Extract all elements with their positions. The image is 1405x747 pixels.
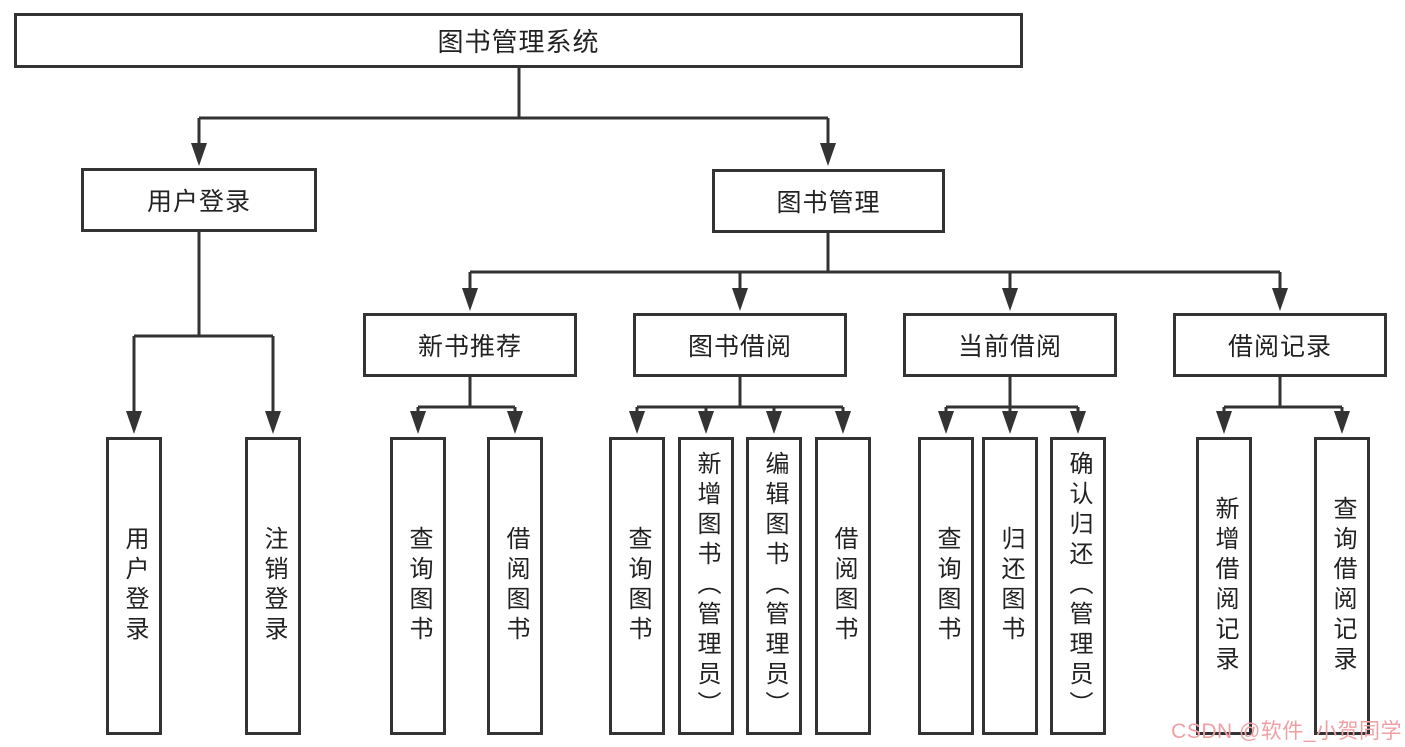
node-book-borrow: 图书借阅: [633, 313, 847, 377]
node-label: 查询图书: [405, 526, 432, 646]
leaf-add-borrow-record: 新增借阅记录: [1196, 437, 1252, 735]
node-new-book-recommend: 新书推荐: [363, 313, 577, 377]
node-label: 查询图书: [933, 526, 960, 646]
node-book-management: 图书管理: [712, 169, 945, 233]
node-label: 新增借阅记录: [1211, 496, 1238, 676]
leaf-add-books-admin: 新增图书（管理员）: [678, 437, 734, 735]
leaf-borrow-books: 借阅图书: [815, 437, 871, 735]
node-label: 查询借阅记录: [1329, 496, 1356, 676]
leaf-query-books: 查询图书: [609, 437, 665, 735]
node-label: 借阅记录: [1227, 333, 1332, 361]
node-label: 图书借阅: [687, 333, 792, 361]
arrowheads: [126, 143, 1350, 434]
node-label: 当前借阅: [957, 333, 1062, 361]
node-label: 借阅图书: [502, 526, 529, 646]
leaf-confirm-return-admin: 确认归还（管理员）: [1050, 437, 1106, 735]
leaf-query-books: 查询图书: [390, 437, 446, 735]
node-label: 编辑图书（管理员）: [761, 451, 788, 721]
node-label: 图书管理: [776, 189, 881, 217]
leaf-logout: 注销登录: [245, 437, 301, 735]
node-label: 用户登录: [146, 188, 251, 216]
leaf-return-books: 归还图书: [982, 437, 1038, 735]
leaf-edit-books-admin: 编辑图书（管理员）: [746, 437, 802, 735]
node-label: 查询图书: [624, 526, 651, 646]
node-current-borrow: 当前借阅: [903, 313, 1117, 377]
node-label: 新书推荐: [417, 333, 522, 361]
node-label: 注销登录: [260, 526, 287, 646]
node-borrow-records: 借阅记录: [1173, 313, 1387, 377]
node-label: 借阅图书: [830, 526, 857, 646]
node-label: 图书管理系统: [437, 27, 600, 57]
node-user-login: 用户登录: [81, 168, 317, 232]
leaf-query-books: 查询图书: [918, 437, 974, 735]
node-label: 归还图书: [997, 526, 1024, 646]
leaf-query-borrow-record: 查询借阅记录: [1314, 437, 1370, 735]
node-label: 用户登录: [121, 526, 148, 646]
watermark: CSDN @软件_小贺同学: [1171, 720, 1402, 743]
node-label: 新增图书（管理员）: [693, 451, 720, 721]
leaf-borrow-books: 借阅图书: [487, 437, 543, 735]
leaf-user-login: 用户登录: [106, 437, 162, 735]
node-label: 确认归还（管理员）: [1065, 451, 1092, 721]
node-library-system: 图书管理系统: [14, 13, 1023, 68]
